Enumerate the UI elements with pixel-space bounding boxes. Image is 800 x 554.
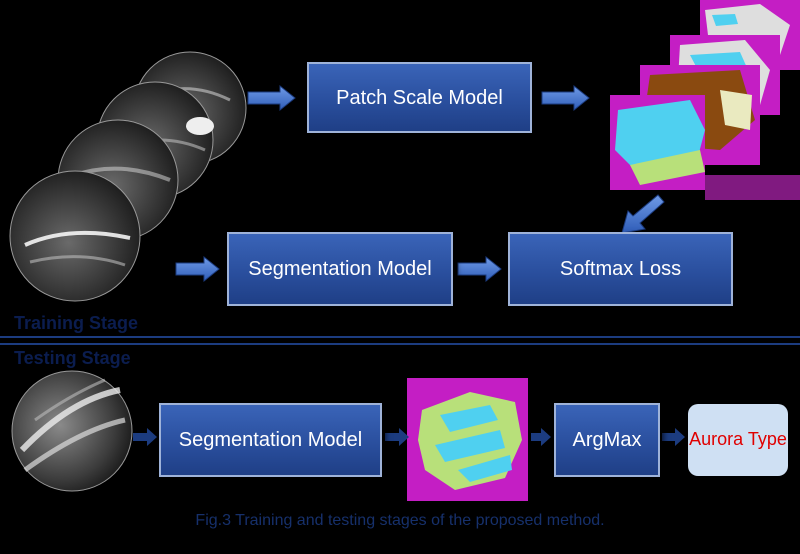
arrow-to-patch-model: [247, 84, 296, 112]
patch-label-masks: [610, 0, 800, 200]
figure-caption: Fig.3 Training and testing stages of the…: [195, 512, 605, 529]
arrow-masks-to-loss: [621, 194, 665, 234]
softmax-loss-box: Softmax Loss: [508, 232, 733, 306]
testing-sky-image: [11, 370, 133, 492]
arrow-to-segmentation: [175, 255, 220, 283]
segmentation-model-train-box: Segmentation Model: [227, 232, 453, 306]
arrow-mask-to-argmax: [531, 428, 551, 446]
arrow-test-to-seg: [133, 428, 157, 446]
training-stage-label: Training Stage: [14, 313, 139, 333]
training-sky-images: [9, 51, 247, 302]
argmax-box: ArgMax: [554, 403, 660, 477]
stage-divider-top: [0, 336, 800, 338]
flow-arrows: [133, 84, 685, 446]
predicted-mask: [407, 378, 528, 501]
segmentation-model-test-box: Segmentation Model: [159, 403, 382, 477]
stage-divider-bottom: [0, 343, 800, 345]
testing-stage-label: Testing Stage: [14, 348, 131, 368]
aurora-type-output: Aurora Type: [688, 404, 788, 476]
arrow-to-softmax: [457, 255, 502, 283]
arrow-argmax-to-output: [662, 428, 685, 446]
sky-image: [9, 170, 141, 302]
patch-scale-model-box: Patch Scale Model: [307, 62, 532, 133]
arrow-to-masks: [541, 84, 590, 112]
arrow-seg-to-mask: [385, 428, 409, 446]
